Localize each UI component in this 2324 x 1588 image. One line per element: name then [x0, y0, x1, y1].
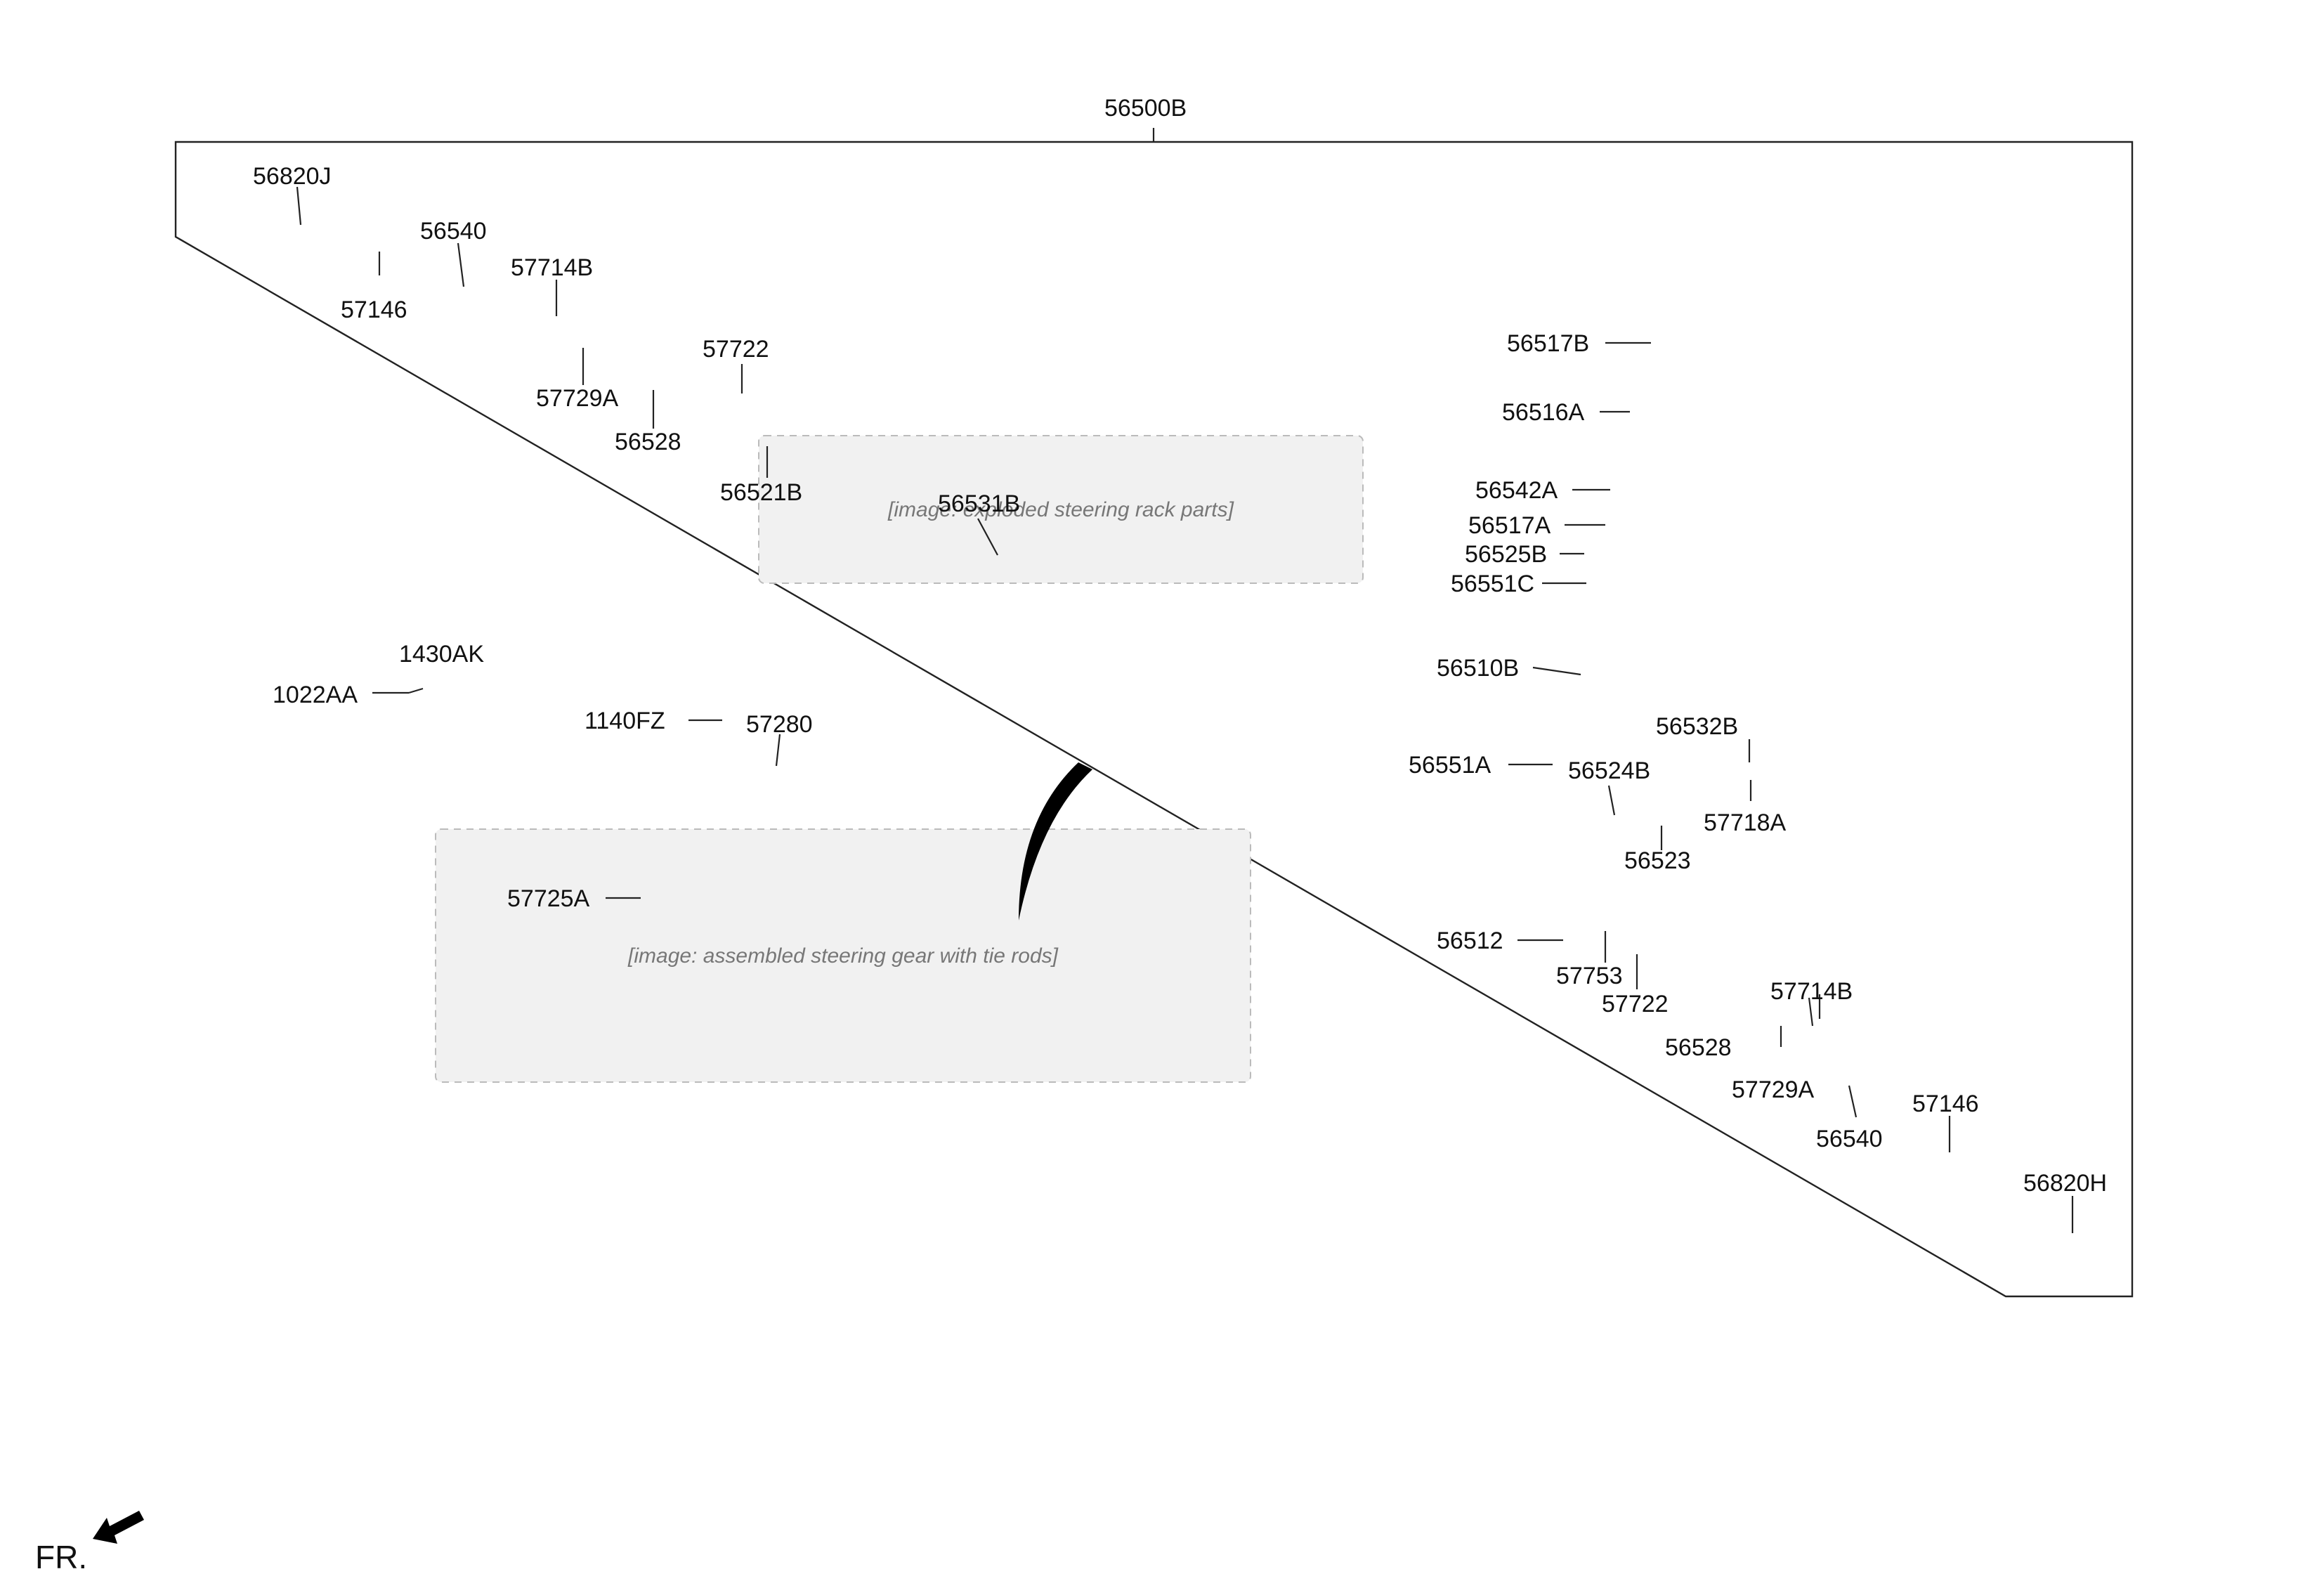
- callout-56521B: 56521B: [720, 479, 802, 506]
- assembled-rack-placeholder-label: [image: assembled steering gear with tie…: [627, 944, 1059, 968]
- callout-57280: 57280: [746, 711, 813, 738]
- callout-56551A: 56551A: [1409, 752, 1491, 779]
- view-connector: [1019, 762, 1092, 920]
- callout-56528-right: 56528: [1665, 1034, 1732, 1061]
- assembled-rack-placeholder: [image: assembled steering gear with tie…: [435, 828, 1251, 1083]
- callout-56532B: 56532B: [1656, 713, 1738, 740]
- callout-56531B: 56531B: [938, 490, 1020, 517]
- callout-56524B: 56524B: [1568, 757, 1650, 784]
- callout-1140FZ: 1140FZ: [585, 708, 665, 734]
- callout-56540-left: 56540: [420, 218, 487, 245]
- callout-57722-left: 57722: [703, 336, 769, 363]
- callout-56551C: 56551C: [1451, 571, 1534, 597]
- callout-56820H: 56820H: [2023, 1170, 2107, 1197]
- leader-lines: [296, 186, 2074, 1233]
- front-direction-indicator: FR.: [35, 1511, 144, 1575]
- callout-56517A: 56517A: [1468, 512, 1551, 539]
- exploded-parts-placeholder-label: [image: exploded steering rack parts]: [887, 498, 1234, 521]
- front-arrow-icon: [93, 1511, 144, 1544]
- exploded-parts-placeholder: [image: exploded steering rack parts]: [758, 435, 1364, 584]
- callout-56523: 56523: [1624, 847, 1691, 874]
- callout-56540-right: 56540: [1816, 1126, 1883, 1152]
- callout-57729A-right: 57729A: [1732, 1076, 1815, 1103]
- callout-56528-left: 56528: [615, 429, 681, 455]
- callout-56820J: 56820J: [253, 163, 332, 190]
- callout-57725A: 57725A: [507, 885, 590, 912]
- callout-56517B: 56517B: [1507, 330, 1589, 357]
- callout-1022AA: 1022AA: [273, 682, 358, 708]
- callout-labels: 56500B 56820J 56540 57146 57714B 57729A …: [253, 95, 2107, 1197]
- callout-57146-right: 57146: [1912, 1091, 1979, 1117]
- callout-57718A: 57718A: [1704, 809, 1787, 836]
- assembly-frame: [174, 141, 2134, 1298]
- callout-57729A-left: 57729A: [536, 385, 619, 412]
- callout-56510B: 56510B: [1437, 655, 1519, 682]
- callout-56512: 56512: [1437, 928, 1503, 954]
- callout-56500B: 56500B: [1104, 95, 1187, 122]
- callout-57722-right: 57722: [1602, 991, 1669, 1017]
- callout-56516A: 56516A: [1502, 399, 1585, 426]
- callout-57714B-right: 57714B: [1770, 978, 1853, 1005]
- callout-57146-left: 57146: [341, 297, 407, 323]
- callout-56525B: 56525B: [1465, 541, 1547, 568]
- callout-1430AK: 1430AK: [399, 641, 484, 668]
- callout-57714B-left: 57714B: [511, 254, 593, 281]
- front-label: FR.: [35, 1539, 87, 1575]
- callout-56542A: 56542A: [1475, 477, 1558, 504]
- callout-57753: 57753: [1556, 963, 1623, 989]
